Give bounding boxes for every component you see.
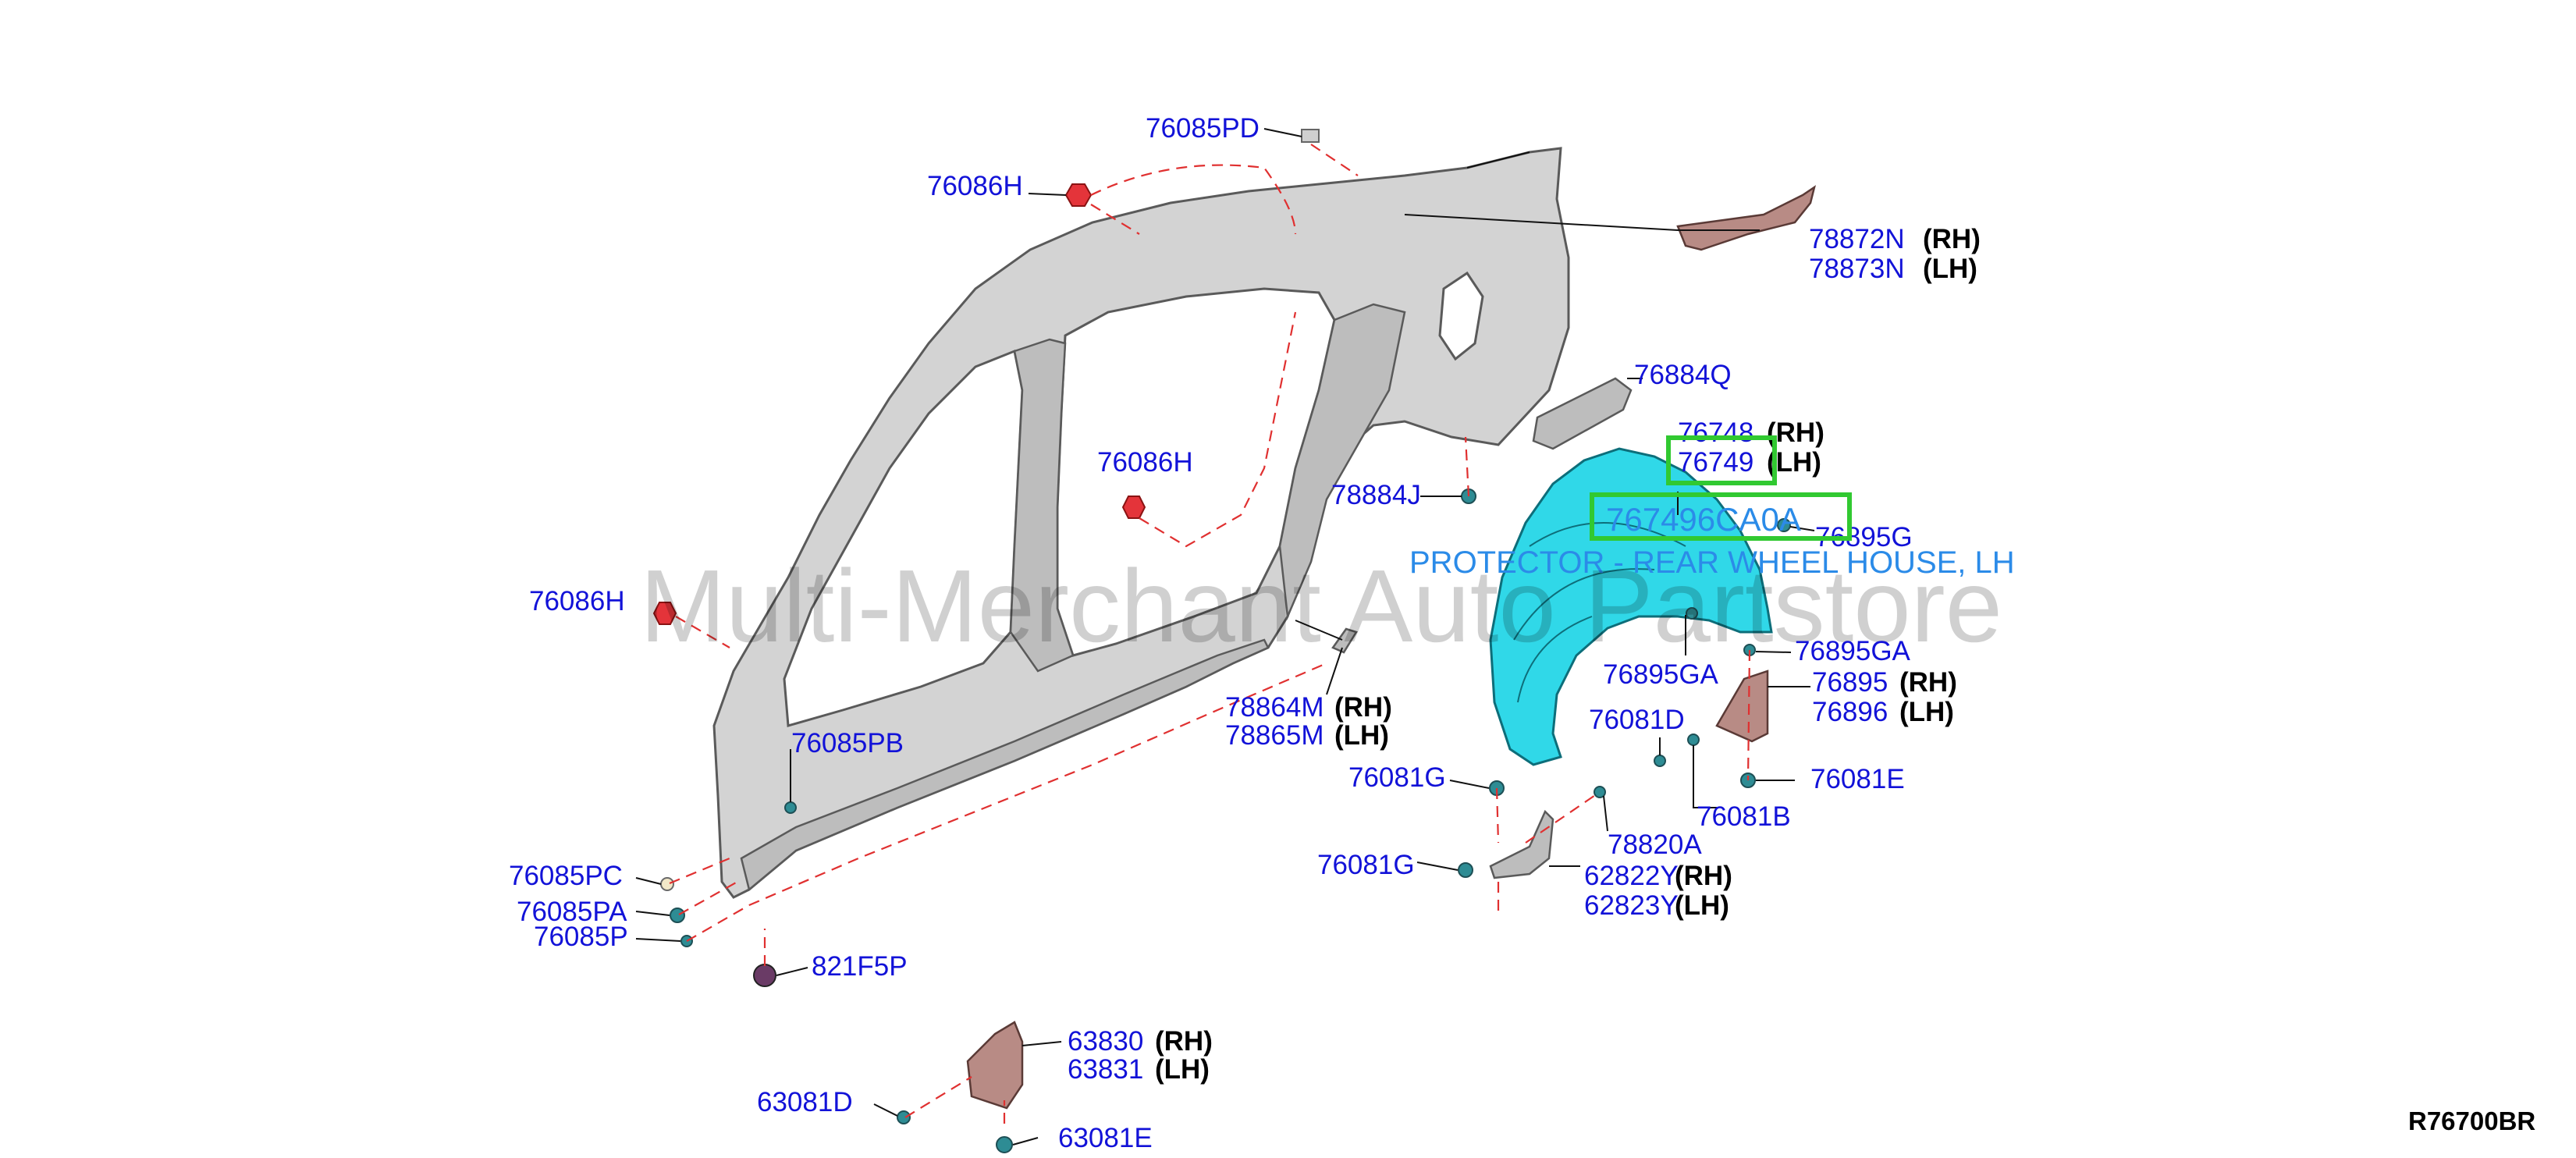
side-76896: (LH) [1899, 697, 1954, 727]
label-76895ga-left[interactable]: 76895GA [1603, 659, 1719, 690]
label-76086h-top[interactable]: 76086H [927, 171, 1023, 201]
leader-lines [635, 128, 1815, 1146]
side-78864m: (RH) [1334, 692, 1392, 723]
label-76085pa[interactable]: 76085PA [517, 897, 627, 927]
label-76884q[interactable]: 76884Q [1634, 360, 1732, 390]
label-63081d[interactable]: 63081D [757, 1087, 853, 1117]
label-78873n[interactable]: 78873N [1809, 254, 1905, 284]
highlight-box-76749 [1666, 435, 1777, 485]
label-76895[interactable]: 76895 [1812, 667, 1888, 698]
mud-guard-63830[interactable] [966, 1021, 1024, 1110]
label-76748[interactable]: 76748 [1678, 417, 1753, 448]
label-76081g-bottom[interactable]: 76081G [1317, 850, 1415, 880]
assembly-guide-lines [669, 144, 1751, 1124]
label-63830[interactable]: 63830 [1068, 1026, 1143, 1057]
label-76085pb[interactable]: 76085PB [791, 728, 904, 758]
side-76895: (RH) [1899, 667, 1957, 698]
watermark: Multi-Merchant Auto Partstore [640, 549, 2002, 663]
clip-76085pa[interactable] [670, 908, 685, 923]
label-76896[interactable]: 76896 [1812, 697, 1888, 727]
bracket-62822y[interactable] [1489, 809, 1554, 879]
plug-821f5p[interactable] [753, 964, 776, 987]
side-62822y: (RH) [1675, 861, 1732, 891]
clip-63081e[interactable] [996, 1136, 1013, 1153]
label-821f5p[interactable]: 821F5P [812, 951, 908, 982]
label-63831[interactable]: 63831 [1068, 1054, 1143, 1085]
label-76081b[interactable]: 76081B [1697, 801, 1791, 832]
bracket-76884q[interactable] [1532, 377, 1633, 450]
plug-76085pc[interactable] [660, 877, 674, 891]
label-63081e[interactable]: 63081E [1058, 1123, 1153, 1153]
label-78884j[interactable]: 78884J [1331, 480, 1421, 510]
side-78865m: (LH) [1334, 720, 1389, 751]
label-76081d[interactable]: 76081D [1589, 705, 1685, 735]
label-76749[interactable]: 76749 [1678, 447, 1753, 478]
label-78820a[interactable]: 78820A [1608, 829, 1702, 860]
label-76085pd[interactable]: 76085PD [1146, 113, 1260, 144]
label-76081g-top[interactable]: 76081G [1348, 762, 1446, 793]
rear-trim-strip[interactable] [1676, 185, 1816, 251]
clip-76081d[interactable] [1654, 755, 1666, 767]
diagram-code: R76700BR [2408, 1106, 2535, 1135]
clip-76081b[interactable] [1687, 734, 1700, 746]
plug-76085pd[interactable] [1301, 129, 1320, 143]
label-62823y[interactable]: 62823Y [1584, 890, 1679, 921]
clip-76895ga-left[interactable] [1686, 607, 1698, 620]
clip-76081g-bottom[interactable] [1458, 862, 1473, 878]
grommet-76086h-top[interactable] [1064, 183, 1093, 207]
label-76081e[interactable]: 76081E [1810, 764, 1905, 794]
mud-guard-76895[interactable] [1715, 670, 1769, 743]
label-76085pc[interactable]: 76085PC [509, 861, 623, 891]
label-76086h-mid[interactable]: 76086H [1097, 447, 1193, 478]
clip-63081d[interactable] [897, 1110, 911, 1124]
label-78864m[interactable]: 78864M [1225, 692, 1324, 723]
grommet-76086h-mid[interactable] [1121, 496, 1146, 519]
label-78872n[interactable]: 78872N [1809, 224, 1905, 254]
body-side-outer-panel [712, 147, 1570, 899]
label-76895ga-right[interactable]: 76895GA [1795, 636, 1911, 666]
side-63830: (RH) [1155, 1026, 1213, 1057]
label-76085p[interactable]: 76085P [534, 922, 628, 952]
side-62823y: (LH) [1675, 890, 1729, 921]
highlight-part-code[interactable]: 767496CA0A [1606, 501, 1801, 538]
grommet-76086h-left[interactable] [652, 602, 677, 625]
side-63831: (LH) [1155, 1054, 1210, 1085]
side-78872n: (RH) [1923, 224, 1981, 254]
seal-78864m[interactable] [1331, 627, 1358, 654]
clip-76085pb[interactable] [784, 801, 797, 814]
label-62822y[interactable]: 62822Y [1584, 861, 1679, 891]
highlight-part-description: PROTECTOR - REAR WHEEL HOUSE, LH [1409, 545, 2015, 580]
highlight-box-part-code [1590, 492, 1852, 541]
label-76086h-left[interactable]: 76086H [529, 586, 625, 616]
side-78873n: (LH) [1923, 254, 1977, 284]
label-78865m[interactable]: 78865M [1225, 720, 1324, 751]
clip-76895g[interactable] [1777, 518, 1791, 532]
